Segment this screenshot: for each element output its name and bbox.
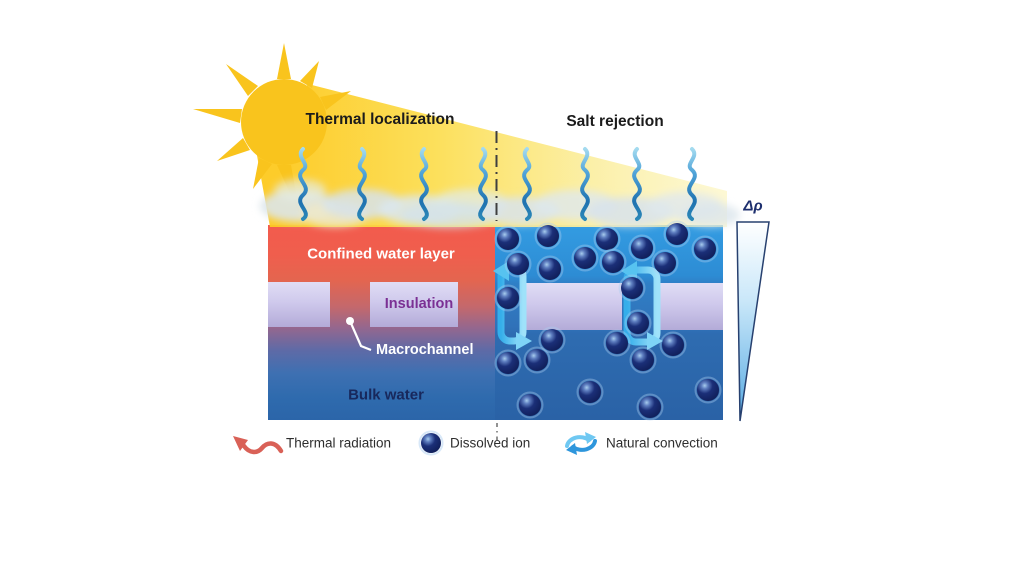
natural-convection-icon: [565, 432, 597, 455]
steam-arrow: [687, 147, 697, 221]
macrochannel-label: Macrochannel: [376, 342, 474, 358]
steam-arrow: [580, 147, 590, 221]
left-section-title: Thermal localization: [305, 111, 455, 128]
confined-water-layer-label: Confined water layer: [307, 245, 455, 263]
steam-arrow: [357, 147, 367, 221]
thermal-radiation-icon: [233, 436, 284, 455]
steam-arrows: [298, 147, 697, 221]
density-gradient-triangle: [736, 221, 770, 422]
steam-arrow: [522, 147, 532, 221]
insulation-block-right-a: [525, 283, 622, 330]
dissolved-ion-icon: [418, 430, 444, 456]
bulk-water-label: Bulk water: [348, 386, 424, 404]
steam-arrow: [632, 147, 642, 221]
legend-natural-convection-label: Natural convection: [606, 435, 718, 451]
insulation-block-right-b: [660, 283, 723, 330]
insulation-block-left: [268, 282, 330, 327]
legend-dissolved-ion-label: Dissolved ion: [450, 435, 531, 451]
density-gradient-label: Δρ: [743, 197, 763, 215]
right-section-title: Salt rejection: [566, 113, 664, 130]
steam-arrow: [478, 147, 488, 221]
steam-arrow: [298, 147, 308, 221]
vapor-clouds: [260, 179, 740, 228]
sunlight-beam: [256, 84, 727, 227]
sun-icon: [193, 43, 351, 215]
legend-thermal-radiation-label: Thermal radiation: [286, 435, 392, 451]
steam-arrow: [419, 147, 429, 221]
insulation-block-labeled: [370, 282, 458, 327]
insulation-label: Insulation: [384, 296, 454, 312]
